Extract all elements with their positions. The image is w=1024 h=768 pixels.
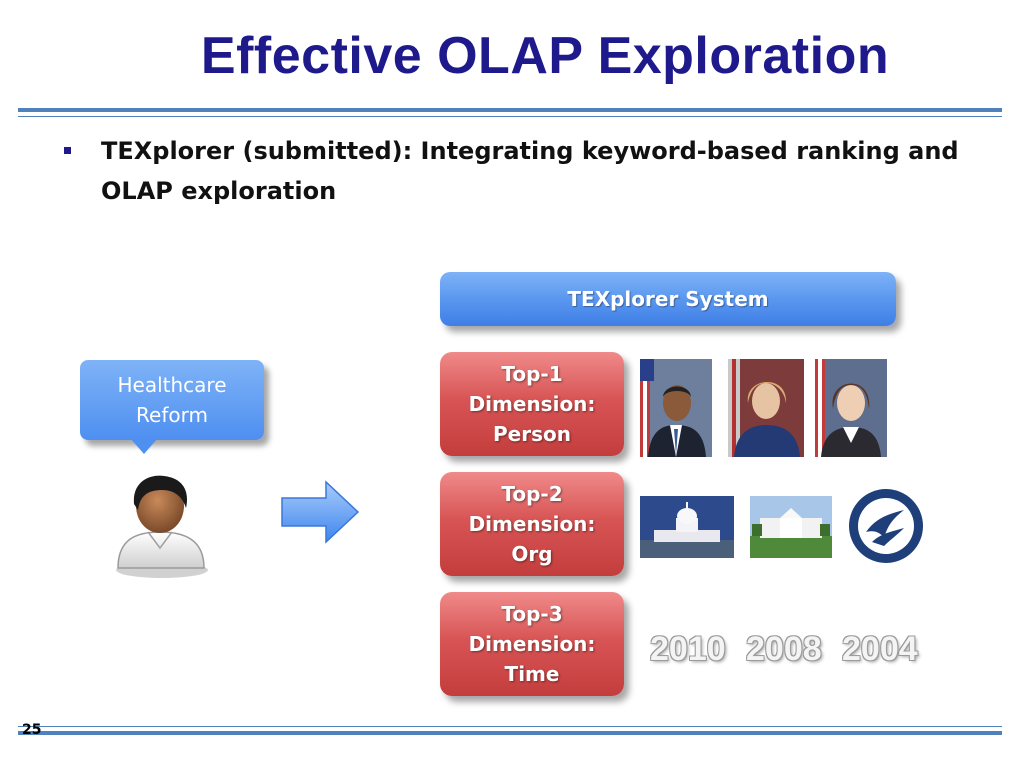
dimension-name: Person <box>493 422 571 446</box>
dimension-name: Org <box>511 542 553 566</box>
hhs-seal-icon <box>849 489 923 563</box>
dimension-box-org: Top-2 Dimension: Org <box>440 472 624 576</box>
dimension-label: Dimension: <box>468 632 596 656</box>
query-line-2: Reform <box>136 403 208 427</box>
year-label: 2008 <box>746 630 822 668</box>
top-divider-thin <box>18 116 1002 117</box>
texplorer-system-box: TEXplorer System <box>440 272 896 326</box>
right-arrow-icon <box>281 480 360 544</box>
query-line-1: Healthcare <box>117 373 227 397</box>
dimension-label: Dimension: <box>468 512 596 536</box>
bottom-divider-thick <box>18 731 1002 735</box>
top-divider-thick <box>18 108 1002 112</box>
year-label: 2004 <box>842 630 918 668</box>
user-icon <box>116 475 208 578</box>
page-number: 25 <box>22 722 42 738</box>
bottom-divider-thin <box>18 726 1002 727</box>
capitol-building-image <box>640 496 734 558</box>
white-house-image <box>750 496 832 558</box>
dimension-label: Dimension: <box>468 392 596 416</box>
bullet-square-icon <box>64 147 71 154</box>
dimension-rank: Top-2 <box>501 482 563 506</box>
dimension-name: Time <box>504 662 560 686</box>
dimension-rank: Top-1 <box>501 362 563 386</box>
portrait-image <box>815 359 887 457</box>
speech-bubble-tail <box>130 438 158 454</box>
slide-title: Effective OLAP Exploration <box>200 27 890 85</box>
dimension-rank: Top-3 <box>501 602 563 626</box>
year-label: 2010 <box>650 630 726 668</box>
portrait-image <box>728 359 804 457</box>
portrait-image <box>640 359 712 457</box>
dimension-box-time: Top-3 Dimension: Time <box>440 592 624 696</box>
query-speech-bubble: Healthcare Reform <box>80 360 264 440</box>
dimension-box-person: Top-1 Dimension: Person <box>440 352 624 456</box>
bullet-text: TEXplorer (submitted): Integrating keywo… <box>101 137 959 205</box>
